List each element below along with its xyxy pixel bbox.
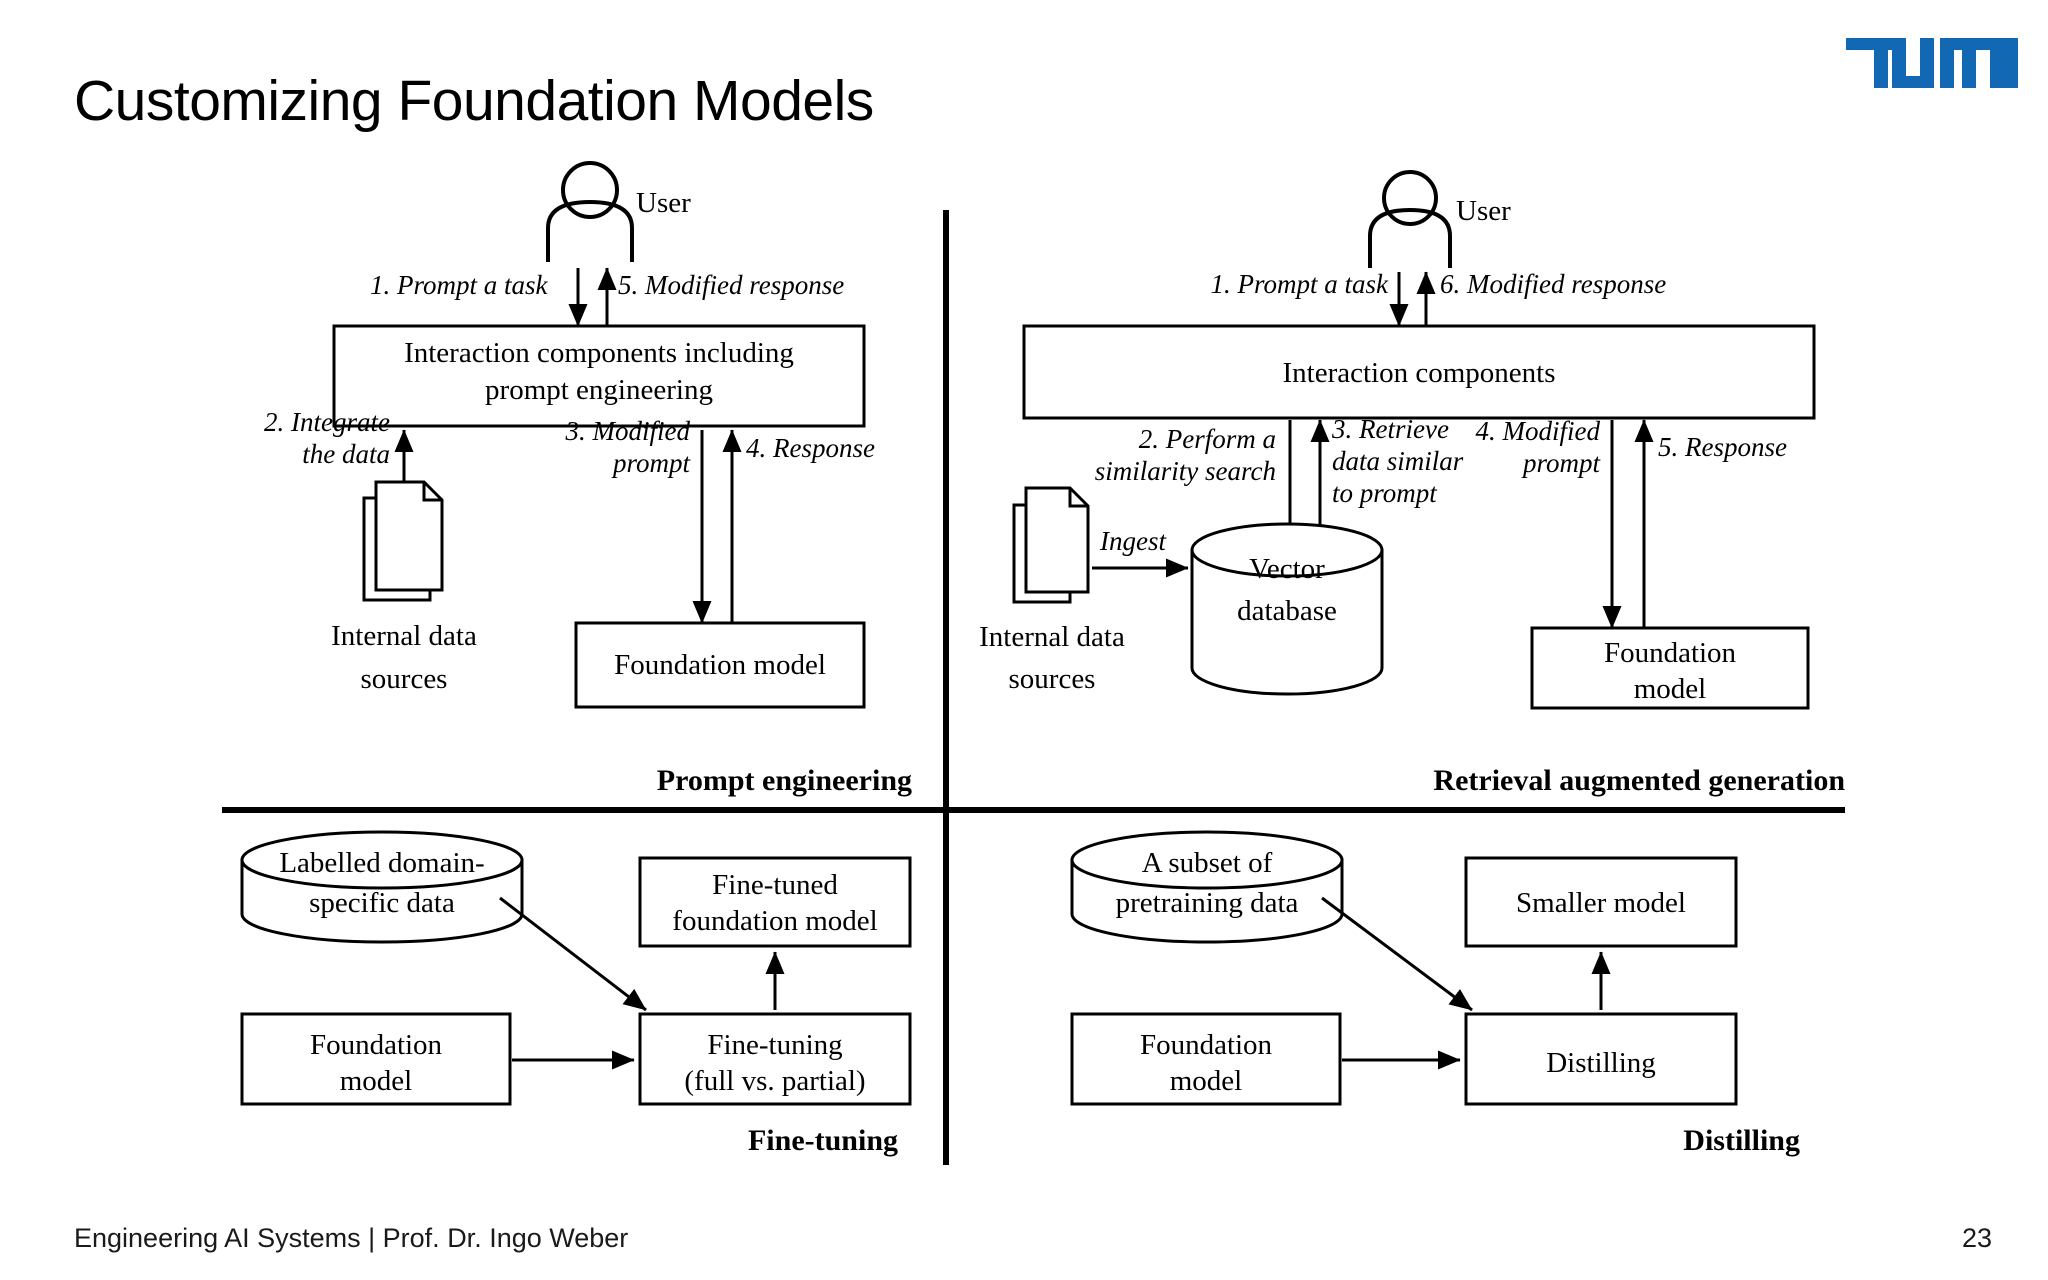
quadrant-retrieval-augmented-generation: User 1. Prompt a task 6. Modified respon…	[979, 170, 1845, 797]
edge-rag-3-label-line3: to prompt	[1332, 478, 1438, 508]
user-actor-icon	[546, 161, 634, 262]
box-fine-tuning-process-line1: Fine-tuning	[707, 1029, 842, 1061]
edge-rag-1-label: 1. Prompt a task	[1211, 269, 1390, 299]
edge-rag-3-label-line1: 3. Retrieve	[1331, 414, 1449, 444]
internal-data-sources-icon-pe	[362, 480, 444, 602]
edge-pe-5-label: 5. Modified response	[618, 270, 844, 300]
footer-course-label: Engineering AI Systems | Prof. Dr. Ingo …	[74, 1223, 629, 1253]
caption-retrieval-augmented-generation: Retrieval augmented generation	[1433, 764, 1845, 797]
edge-pe-3-label-line2: prompt	[611, 448, 692, 478]
caption-distilling: Distilling	[1683, 1124, 1800, 1157]
vector-database-label-line1: Vector	[1249, 553, 1325, 585]
edge-dist-data-to-process	[1321, 896, 1473, 1012]
edge-pe-2-label-line2: the data	[302, 439, 390, 469]
box-fine-tuned-foundation-model-line1: Fine-tuned	[712, 869, 838, 901]
edge-ft-data-to-process	[499, 896, 647, 1012]
user-label-rag: User	[1456, 195, 1511, 227]
edge-pe-3-label-line1: 3. Modified	[565, 416, 691, 446]
box-smaller-model-label: Smaller model	[1516, 887, 1686, 919]
internal-data-sources-icon-rag	[1012, 486, 1090, 604]
edge-rag-4-label-line2: prompt	[1521, 448, 1602, 478]
edge-rag-3-label-line2: data similar	[1332, 446, 1464, 476]
user-actor-icon-rag	[1368, 170, 1452, 268]
box-foundation-model-dist-line2: model	[1170, 1065, 1243, 1097]
caption-fine-tuning: Fine-tuning	[748, 1124, 898, 1157]
box-foundation-model-ft-line1: Foundation	[310, 1029, 443, 1061]
labelled-domain-data-label-line2: specific data	[309, 887, 455, 919]
internal-data-sources-label-pe-line1: Internal data	[331, 620, 477, 652]
box-foundation-model-rag	[1530, 626, 1810, 710]
customization-approaches-diagram: User 1. Prompt a task 5. Modified respon…	[222, 161, 1845, 1165]
box-interaction-components-pe-line1: Interaction components including	[404, 337, 794, 369]
box-foundation-model-dist-line1: Foundation	[1140, 1029, 1273, 1061]
box-distilling-process	[1464, 1012, 1738, 1106]
vector-database-cylinder	[1190, 522, 1384, 696]
quadrant-prompt-engineering: User 1. Prompt a task 5. Modified respon…	[264, 161, 912, 797]
box-fine-tuning-process-line2: (full vs. partial)	[684, 1065, 865, 1097]
pretraining-data-cylinder	[1070, 830, 1344, 944]
quadrant-fine-tuning: Labelled domain- specific data Foundatio…	[240, 830, 912, 1157]
box-fine-tuned-foundation-model-line2: foundation model	[672, 905, 877, 937]
pretraining-data-label-line1: A subset of	[1142, 847, 1273, 879]
quadrant-distilling: A subset of pretraining data Foundation …	[1070, 830, 1800, 1157]
page-number: 23	[1961, 1223, 1992, 1253]
box-foundation-model-pe	[574, 621, 866, 709]
box-foundation-model-rag-line2: model	[1634, 673, 1707, 705]
tum-logo	[1846, 38, 2018, 88]
box-smaller-model	[1464, 856, 1738, 948]
edge-pe-4-label: 4. Response	[746, 433, 875, 463]
vector-database-label-line2: database	[1237, 595, 1337, 627]
box-interaction-components-rag	[1022, 324, 1816, 420]
caption-prompt-engineering: Prompt engineering	[657, 764, 912, 797]
box-foundation-model-dist	[1070, 1012, 1342, 1106]
internal-data-sources-label-pe-line2: sources	[361, 663, 448, 695]
box-fine-tuned-foundation-model	[638, 856, 912, 948]
edge-pe-2-label-line1: 2. Integrate	[264, 407, 390, 437]
box-interaction-components-pe	[332, 324, 866, 428]
edge-rag-6-label: 6. Modified response	[1440, 269, 1666, 299]
edge-rag-4-label-line1: 4. Modified	[1476, 416, 1601, 446]
box-distilling-process-label: Distilling	[1546, 1047, 1656, 1079]
box-foundation-model-rag-line1: Foundation	[1604, 637, 1737, 669]
box-foundation-model-pe-label: Foundation model	[614, 649, 826, 681]
edge-pe-1-label: 1. Prompt a task	[370, 270, 549, 300]
edge-rag-ingest-label: Ingest	[1099, 526, 1167, 556]
box-foundation-model-ft	[240, 1012, 512, 1106]
pretraining-data-label-line2: pretraining data	[1116, 887, 1299, 919]
labelled-domain-data-cylinder	[240, 830, 524, 944]
labelled-domain-data-label-line1: Labelled domain-	[279, 847, 484, 879]
internal-data-sources-label-rag-line1: Internal data	[979, 621, 1125, 653]
edge-rag-5-label: 5. Response	[1658, 432, 1787, 462]
box-interaction-components-rag-label: Interaction components	[1283, 357, 1556, 389]
box-fine-tuning-process	[638, 1012, 912, 1106]
edge-rag-2-label-line1: 2. Perform a	[1139, 424, 1276, 454]
box-foundation-model-ft-line2: model	[340, 1065, 413, 1097]
user-label-pe: User	[636, 187, 691, 219]
internal-data-sources-label-rag-line2: sources	[1009, 663, 1096, 695]
page-title: Customizing Foundation Models	[74, 69, 874, 133]
edge-rag-2-label-line2: similarity search	[1095, 456, 1276, 486]
box-interaction-components-pe-line2: prompt engineering	[485, 374, 713, 406]
